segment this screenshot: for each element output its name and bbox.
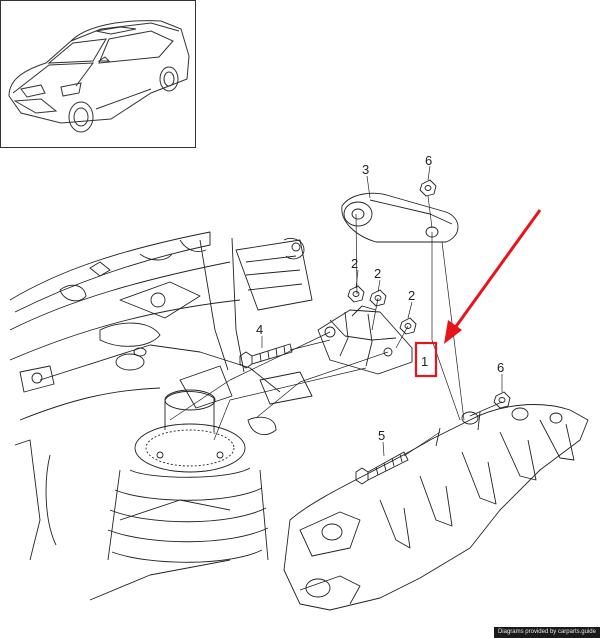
watermark: Diagrams provided by carparts.guide (493, 627, 600, 638)
callout-part-2-c: 2 (408, 288, 415, 303)
nut-part-2-b (369, 289, 387, 307)
nut-part-6-top (419, 179, 437, 197)
chassis-structure (9, 231, 313, 601)
upper-mount-part-3 (341, 192, 459, 243)
callout-part-6-right: 6 (497, 360, 504, 375)
callout-leaders (261, 165, 503, 457)
nut-part-6-right (493, 391, 511, 409)
vehicle-thumbnail (0, 0, 196, 148)
highlight-arrow (444, 209, 542, 344)
callout-part-2-a: 2 (351, 256, 358, 271)
callout-part-2-b: 2 (374, 266, 381, 281)
arrow-shaft (450, 209, 542, 333)
callout-part-5: 5 (378, 428, 385, 443)
callout-part-3: 3 (362, 162, 369, 177)
arrow-head (444, 320, 462, 344)
callout-part-1: 1 (421, 354, 428, 369)
assembly-guide-lines (169, 195, 503, 457)
bolt-part-4 (239, 343, 293, 369)
callout-part-4: 4 (256, 322, 263, 337)
suv-illustration (8, 20, 190, 133)
part-1-highlight-box (414, 341, 438, 378)
mount-bracket (317, 305, 413, 375)
nut-part-2-a (347, 285, 365, 303)
nut-part-2-c (399, 317, 417, 335)
engine-block (283, 404, 589, 611)
strut-spring-assembly (107, 389, 269, 563)
callout-part-6-top: 6 (425, 153, 432, 168)
